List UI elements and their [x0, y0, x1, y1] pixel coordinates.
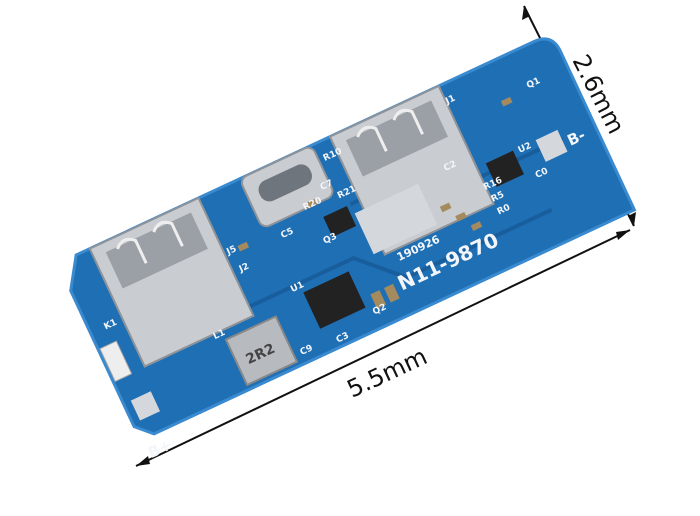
ic-u2 [485, 150, 524, 187]
silkscreen-label: C7 [319, 178, 335, 193]
b-minus-label: B- [564, 126, 588, 150]
pad-b-plus [130, 391, 161, 421]
switch [99, 340, 133, 383]
usb-port-left [88, 196, 255, 368]
silkscreen-label: L1 [212, 328, 227, 342]
thermal-pad [354, 183, 438, 255]
silkscreen-label: J2 [237, 262, 251, 276]
silkscreen-label: C0 [534, 166, 550, 181]
pad-b-minus [535, 129, 568, 162]
width-label: 5.5mm [343, 342, 432, 403]
silkscreen-label: C9 [299, 343, 315, 358]
mosfet-q3 [323, 206, 357, 237]
passive-components [237, 96, 513, 309]
pcb-board: 2R2 B+ B- 190926 N11-9870 J5 J2 U1 U2 J1… [69, 37, 637, 462]
width-dimension [135, 229, 631, 467]
silkscreen-label: J1 [443, 94, 457, 108]
inductor-l1: 2R2 [224, 315, 299, 387]
silkscreen-label: C2 [442, 159, 458, 174]
ic-u1 [303, 271, 366, 329]
silkscreen-label: C5 [279, 227, 295, 242]
silkscreen-label: J5 [224, 244, 238, 258]
b-plus-label: B+ [145, 436, 174, 462]
silkscreen-label: C3 [335, 331, 351, 346]
